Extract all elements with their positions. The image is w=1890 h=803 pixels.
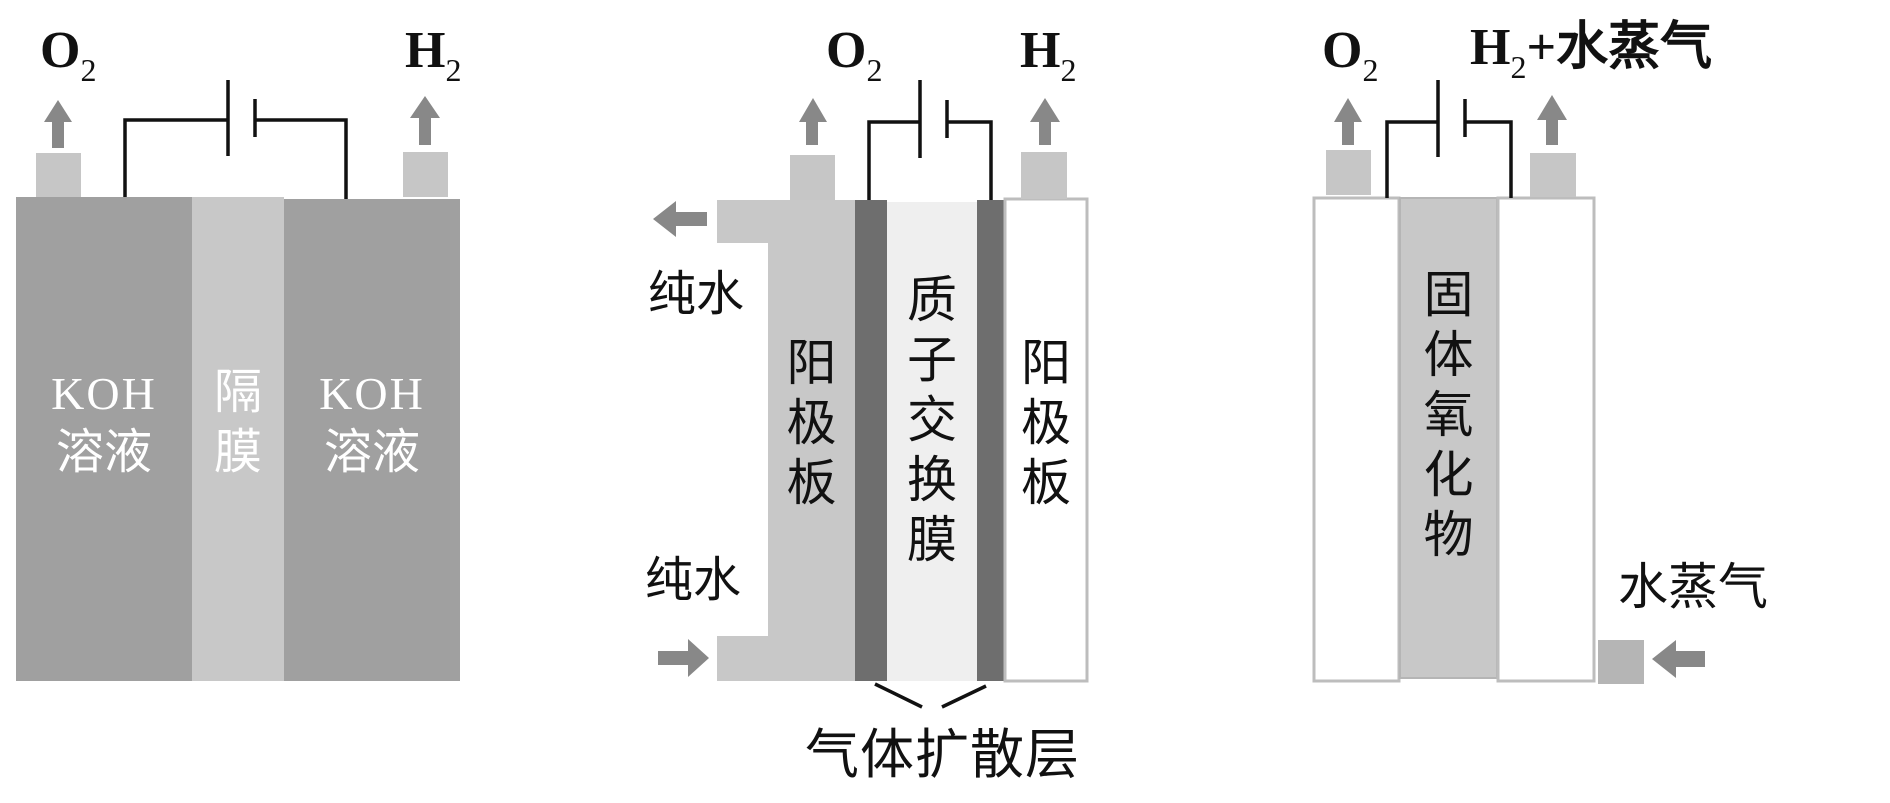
alkaline-cell [16, 80, 460, 681]
membrane-char: 子 [907, 331, 957, 389]
soec-left-electrode [1312, 196, 1401, 683]
pem-cell [653, 80, 1089, 709]
koh-solution-right-label: KOH 溶液 [284, 365, 460, 481]
soec-cell [1312, 80, 1705, 684]
plate-char: 阳 [786, 334, 837, 392]
koh-left-line2: 溶液 [55, 424, 152, 480]
pem-h2-outlet [1021, 152, 1067, 199]
koh-right-line2: 溶液 [323, 424, 420, 480]
o2-formula-subscript: 2 [1362, 52, 1379, 88]
solid-oxide-label: 固 体 氧 化 物 [1400, 265, 1497, 565]
koh-solution-left [16, 197, 192, 681]
pem-o2-up-arrow-icon [799, 98, 827, 145]
koh-solution-right [284, 199, 460, 681]
plate-char: 阳 [1021, 334, 1071, 392]
o2-formula-base: O [1322, 22, 1363, 79]
steam-in-left-arrow-icon [1652, 640, 1705, 678]
pem-o2-label: O2 [826, 22, 883, 88]
electrolyte-char: 氧 [1423, 386, 1474, 444]
h2-formula-subscript: 2 [1060, 52, 1077, 88]
soec-h2-steam-label: H2+水蒸气 [1470, 19, 1713, 85]
soec-o2-outlet [1326, 150, 1371, 195]
o2-outlet [36, 153, 81, 197]
soec-h2-outlet [1530, 153, 1576, 197]
soec-o2-label: O2 [1322, 22, 1379, 88]
o2-formula-base: O [40, 22, 81, 79]
electrolyte-char: 固 [1423, 266, 1474, 324]
h2-formula-base: H [405, 22, 446, 79]
membrane-char: 交 [907, 391, 957, 449]
diaphragm-label: 隔 膜 [192, 362, 284, 482]
alkaline-o2-label: O2 [40, 22, 97, 88]
h2-formula-subscript: 2 [445, 52, 462, 88]
water-in-right-arrow-icon [658, 639, 709, 677]
proton-exchange-membrane [887, 202, 977, 681]
pem-left-plate-label: 阳 极 板 [768, 333, 855, 513]
diaphragm-char: 膜 [213, 424, 262, 480]
o2-up-arrow-icon [44, 100, 72, 148]
h2-formula-base: H [1020, 22, 1061, 79]
water-out-left-arrow-icon [653, 201, 707, 237]
o2-formula-subscript: 2 [866, 52, 883, 88]
electrolyte-char: 体 [1423, 326, 1474, 384]
plate-char: 极 [1021, 394, 1071, 452]
soec-right-electrode [1496, 196, 1596, 683]
soec-o2-up-arrow-icon [1334, 98, 1362, 145]
koh-left-line1: KOH [51, 368, 157, 419]
h2-up-arrow-icon [410, 96, 440, 145]
h2-formula-subscript: 2 [1510, 49, 1527, 85]
power-source-wire [123, 80, 348, 199]
pure-water-in-label: 纯水 [645, 552, 742, 608]
plate-char: 板 [786, 454, 837, 512]
soec-h2-up-arrow-icon [1537, 95, 1567, 145]
h2-formula-base: H [1470, 19, 1511, 76]
plate-char: 极 [786, 394, 837, 452]
pem-power-source-wire [867, 80, 993, 200]
pem-left-plate [717, 200, 855, 681]
steam-inlet [1598, 640, 1644, 684]
membrane-char: 质 [907, 271, 957, 329]
pem-right-plate-label: 阳 极 板 [1005, 333, 1087, 513]
koh-right-line1: KOH [319, 368, 425, 419]
soec-power-source-wire [1385, 80, 1513, 198]
solid-oxide-electrolyte [1399, 197, 1498, 679]
plate-char: 板 [1021, 454, 1071, 512]
membrane-char: 换 [907, 451, 957, 509]
membrane-char: 膜 [907, 511, 957, 569]
diaphragm-char: 隔 [213, 364, 262, 420]
gas-diffusion-layer-left [855, 200, 887, 681]
diaphragm [192, 197, 284, 681]
gas-diffusion-layer-right [977, 200, 1005, 681]
koh-solution-left-label: KOH 溶液 [16, 365, 192, 481]
h2-outlet [403, 152, 448, 197]
h2-steam-suffix: +水蒸气 [1526, 19, 1713, 76]
membrane-label: 质 子 交 换 膜 [887, 270, 977, 570]
o2-formula-base: O [826, 22, 867, 79]
pem-h2-label: H2 [1020, 22, 1077, 88]
electrolyte-char: 化 [1423, 446, 1474, 504]
gas-diffusion-layer-caption: 气体扩散层 [805, 723, 1080, 786]
pem-o2-outlet [790, 155, 835, 200]
o2-formula-subscript: 2 [80, 52, 97, 88]
alkaline-h2-label: H2 [405, 22, 462, 88]
pem-h2-up-arrow-icon [1030, 98, 1060, 145]
steam-in-label: 水蒸气 [1618, 558, 1768, 616]
electrolyte-char: 物 [1423, 506, 1474, 564]
gdl-bracket [874, 682, 987, 709]
pure-water-out-label: 纯水 [648, 266, 745, 322]
